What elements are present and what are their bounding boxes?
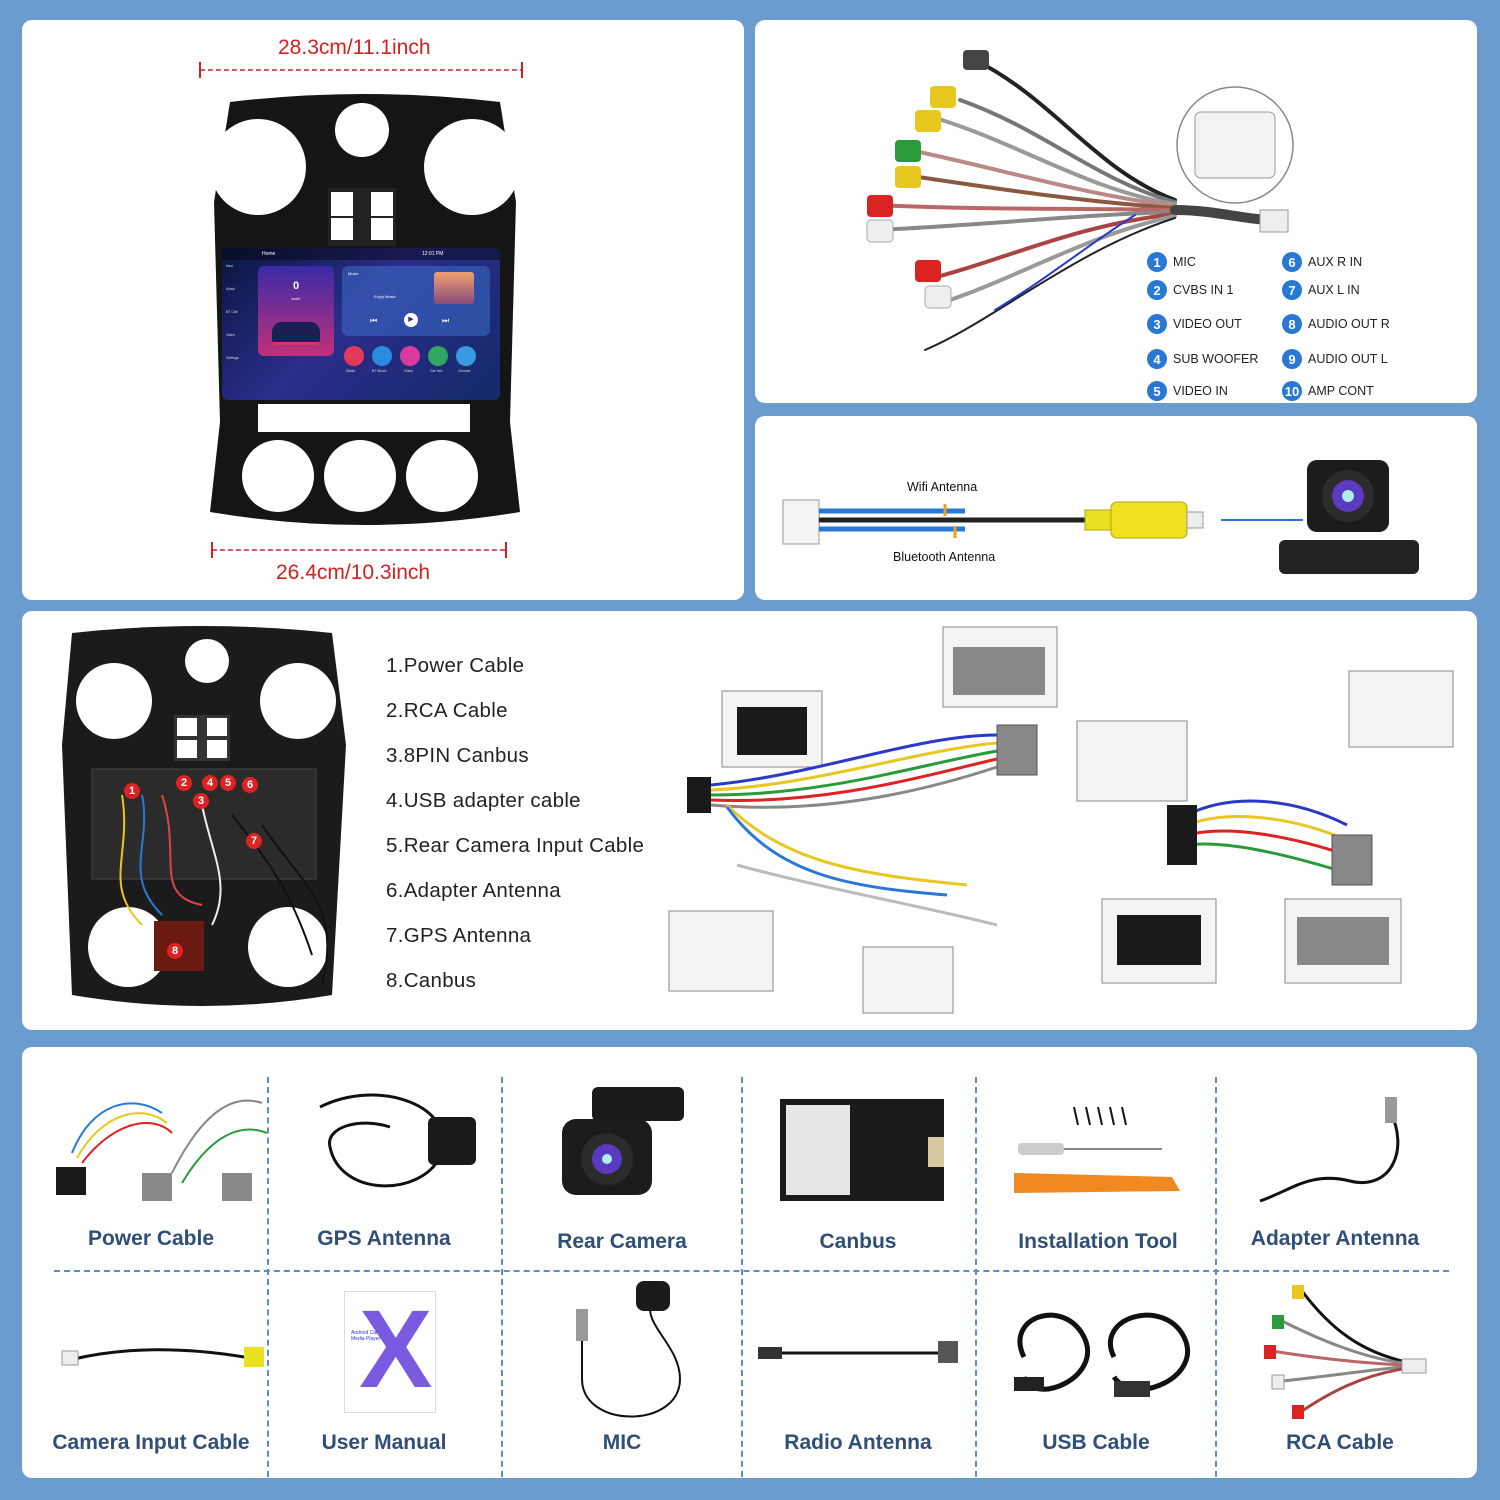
play-icon[interactable]: ▶	[404, 313, 418, 327]
app-radio-icon[interactable]	[344, 346, 364, 366]
marker: 6	[242, 777, 258, 793]
accessory-label: Canbus	[819, 1230, 897, 1253]
app-label: Chrome	[458, 369, 471, 373]
wifi-antenna-label: Wifi Antenna	[907, 480, 978, 494]
rear-camera-image	[562, 1087, 684, 1195]
car-graphic	[272, 322, 320, 345]
connection-list-item: 8.Canbus	[386, 969, 477, 992]
user-manual-image: X Android Car Media Player	[344, 1291, 436, 1413]
connection-list-item: 4.USB adapter cable	[386, 789, 581, 812]
marker: 7	[246, 833, 262, 849]
accessory-label: Camera Input Cable	[52, 1431, 250, 1454]
antenna-cable-illustration	[782, 460, 1419, 574]
accessory-label: MIC	[602, 1431, 642, 1454]
side-menu-item[interactable]: Settings	[226, 356, 239, 360]
antenna-camera-panel: Wifi Antenna Bluetooth Antenna	[755, 416, 1477, 600]
side-menu-item[interactable]: BT Call	[226, 310, 238, 314]
bluetooth-antenna-label: Bluetooth Antenna	[893, 550, 996, 564]
manual-x-graphic: X	[359, 1288, 433, 1411]
connection-list-item: 2.RCA Cable	[386, 699, 508, 722]
power-cable-image	[56, 1099, 268, 1201]
accessory-label: USB Cable	[1042, 1431, 1150, 1454]
speed-widget[interactable]: 0 km/h	[258, 266, 334, 356]
connection-panel: 1 2 3 4 5 6 7 8 1.Power Cable 2.RCA Cabl…	[22, 611, 1477, 1030]
status-clock: 12:01 PM	[422, 251, 444, 257]
dimensions-panel: 28.3cm/11.1inch 26.4cm/10.3inch Home 12:…	[22, 20, 744, 600]
app-label: BT Music	[372, 369, 387, 373]
side-menu-item[interactable]: Navi	[226, 264, 234, 268]
music-subtitle: Enjoy Music	[374, 294, 396, 299]
marker: 1	[124, 783, 140, 799]
accessory-label: Radio Antenna	[784, 1431, 932, 1454]
camera-input-cable-image	[61, 1347, 264, 1367]
accessory-label: RCA Cable	[1286, 1431, 1394, 1454]
app-bt-music-icon[interactable]	[372, 346, 392, 366]
head-unit-screen[interactable]: Home 12:01 PM Navi Music BT Call Video S…	[222, 248, 500, 400]
accessory-label: Installation Tool	[1018, 1230, 1178, 1253]
marker: 5	[220, 775, 236, 791]
gps-antenna-image	[319, 1093, 476, 1188]
accessories-panel: Power Cable GPS Antenna Rear Camera Canb…	[22, 1047, 1477, 1478]
app-label: Radio	[346, 369, 356, 373]
connection-list-item: 1.Power Cable	[386, 654, 525, 677]
side-menu: Navi Music BT Call Video Settings	[226, 264, 244, 360]
dimension-lines	[199, 62, 523, 558]
radio-antenna-image	[758, 1341, 958, 1363]
status-left: Home	[262, 251, 276, 257]
usb-cable-image	[1014, 1312, 1190, 1397]
marker: 4	[202, 775, 218, 791]
bottom-width-dimension: 26.4cm/10.3inch	[276, 561, 431, 584]
side-menu-item[interactable]: Music	[226, 287, 236, 291]
installation-tool-image	[1014, 1106, 1180, 1193]
accessory-label: Power Cable	[87, 1227, 215, 1250]
next-icon[interactable]: ⏭	[442, 316, 450, 325]
app-label: Car Info	[430, 369, 443, 373]
manual-title: Android Car Media Player	[351, 1330, 381, 1342]
accessory-label: GPS Antenna	[317, 1227, 451, 1250]
app-label: Video	[404, 369, 413, 373]
rca-cable-image	[1264, 1285, 1427, 1419]
album-art	[434, 272, 474, 304]
side-menu-item[interactable]: Video	[226, 333, 235, 337]
app-car-info-icon[interactable]	[428, 346, 448, 366]
marker: 2	[176, 775, 192, 791]
accessory-label: Rear Camera	[557, 1230, 687, 1253]
marker: 3	[193, 793, 209, 809]
adapter-antenna-image	[1259, 1097, 1400, 1203]
accessory-label: User Manual	[321, 1431, 447, 1454]
marker: 8	[167, 943, 183, 959]
canbus-image	[780, 1099, 944, 1201]
mic-image	[576, 1281, 682, 1418]
app-dock: Radio BT Music Video Car Info Chrome	[342, 342, 492, 378]
top-width-dimension: 28.3cm/11.1inch	[278, 36, 431, 59]
connection-list-item: 6.Adapter Antenna	[386, 879, 561, 902]
rca-cable-illustration	[866, 50, 1294, 351]
prev-icon[interactable]: ⏮	[370, 316, 378, 325]
speed-value: 0	[292, 280, 300, 292]
wiring-harness-illustration	[668, 626, 1454, 1014]
accessory-label: Adapter Antenna	[1250, 1227, 1420, 1250]
connection-list-item: 7.GPS Antenna	[386, 924, 532, 947]
connection-list-item: 3.8PIN Canbus	[386, 744, 529, 767]
music-widget[interactable]: Music Enjoy Music ⏮ ▶ ⏭	[342, 266, 490, 336]
app-chrome-icon[interactable]	[456, 346, 476, 366]
speed-unit: km/h	[291, 296, 301, 301]
connection-list-item: 5.Rear Camera Input Cable	[386, 834, 645, 857]
music-title: Music	[348, 271, 359, 276]
back-of-unit	[62, 626, 346, 1006]
app-video-icon[interactable]	[400, 346, 420, 366]
